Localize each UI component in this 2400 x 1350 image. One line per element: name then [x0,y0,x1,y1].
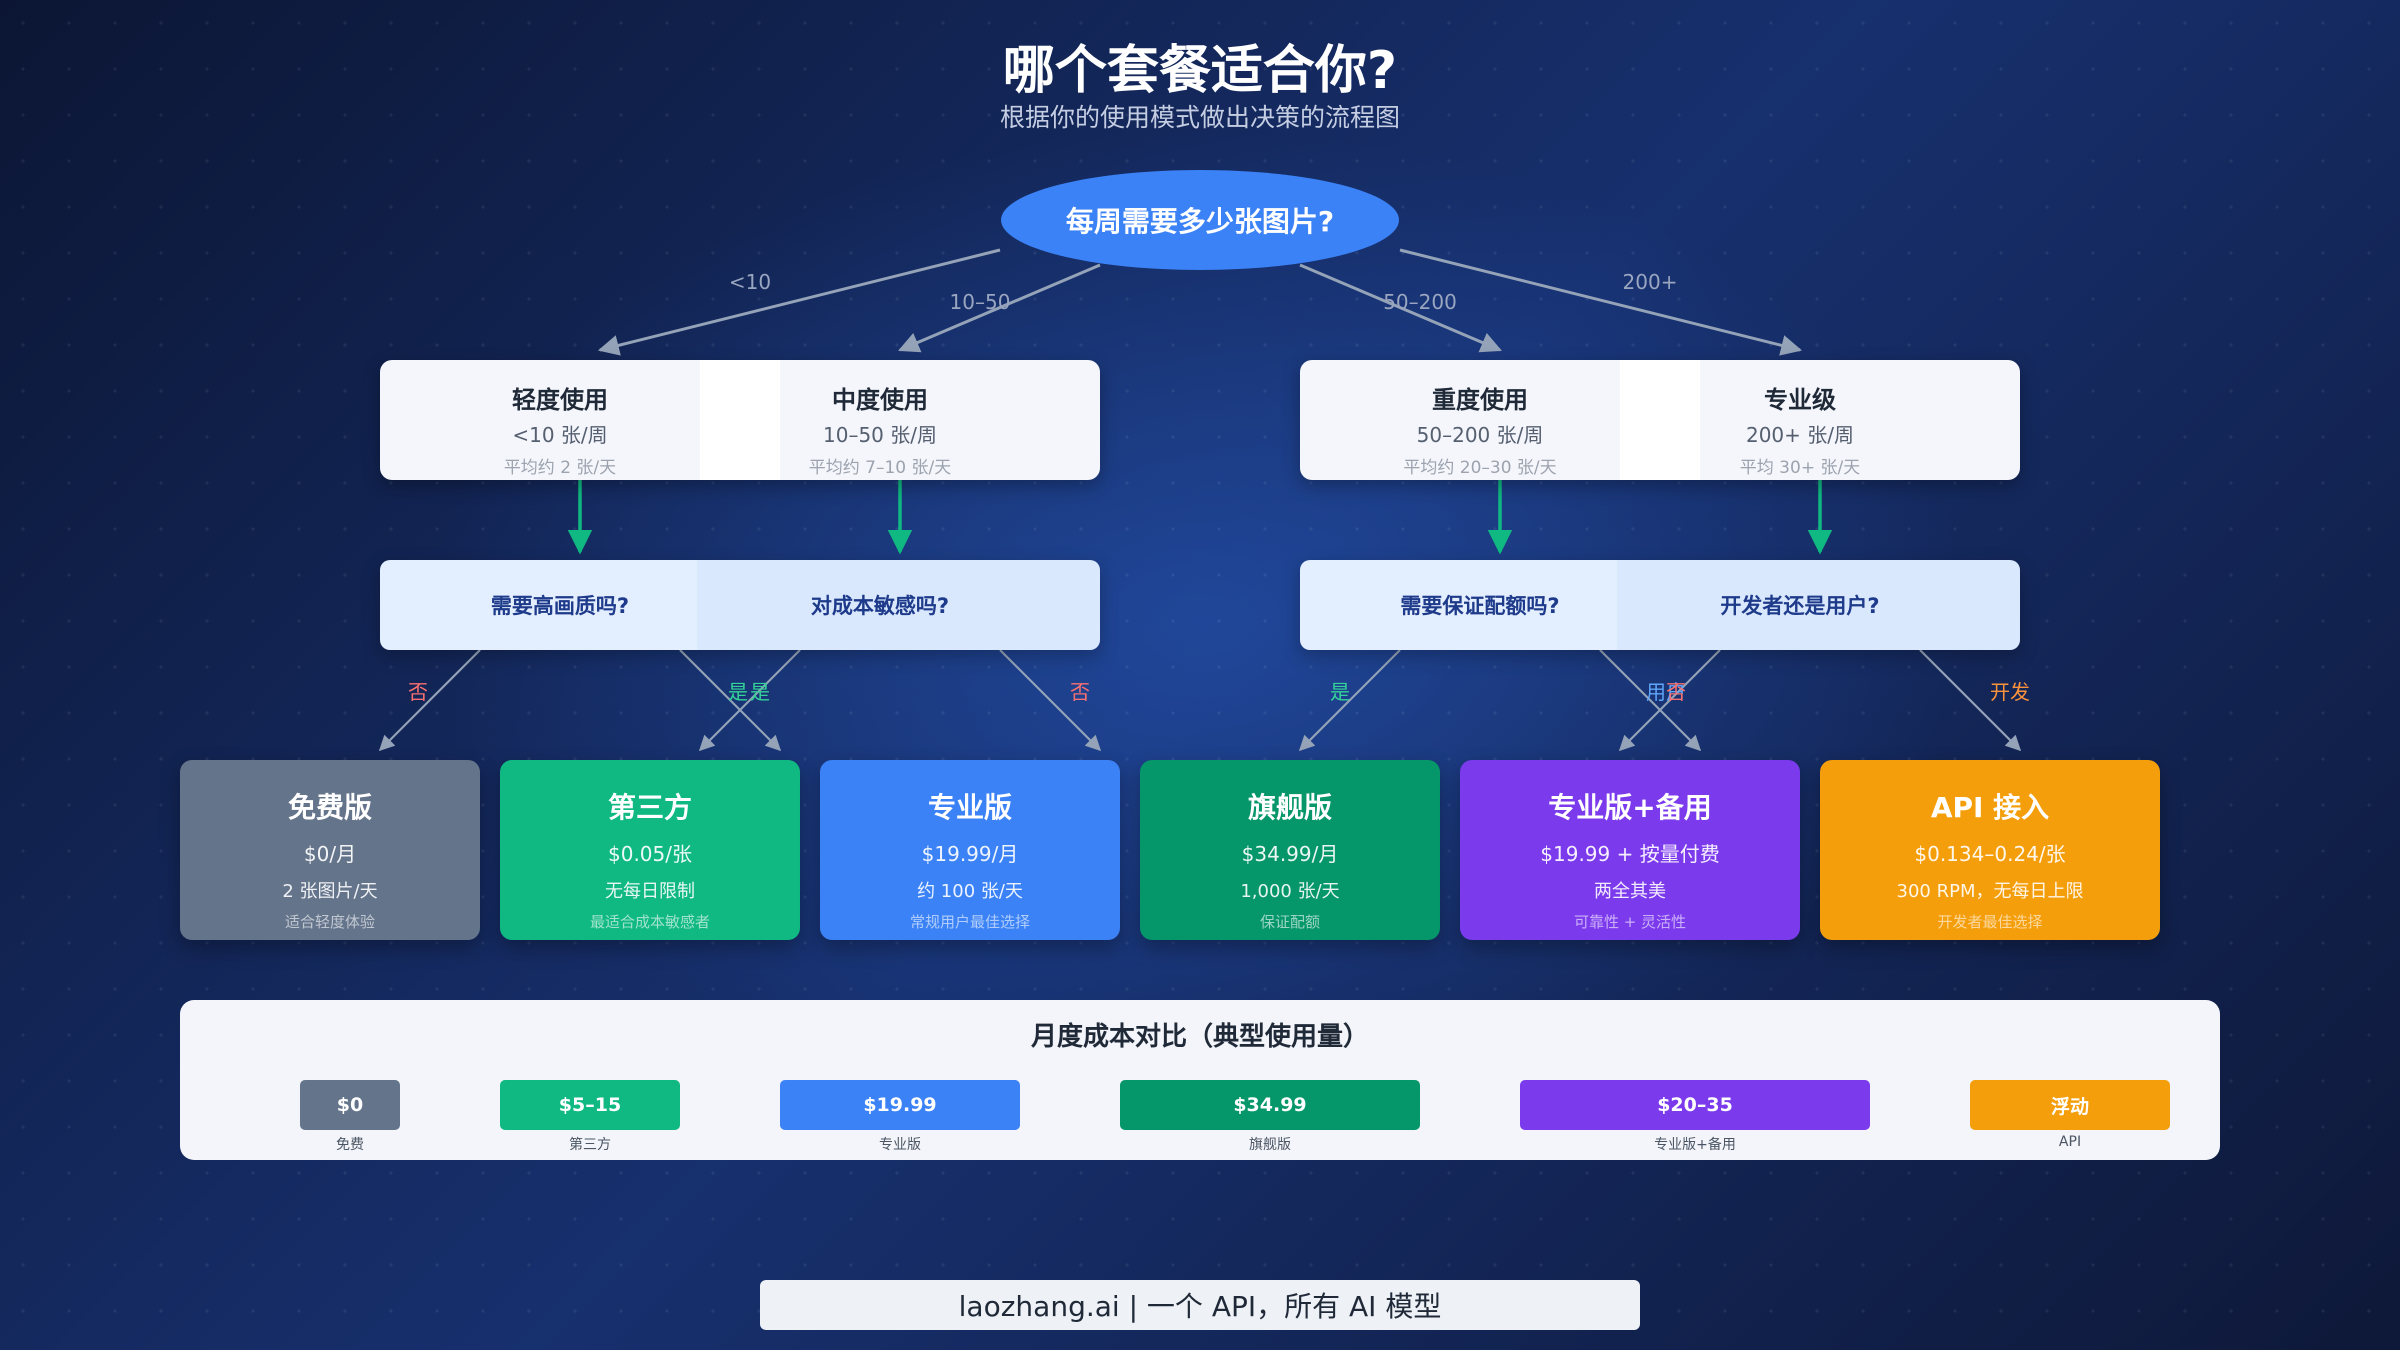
edge-label-quality-no: 否 [408,680,428,704]
cost-bar-pro-backup: $20–35 [1520,1080,1870,1130]
question-quality: 需要高画质吗? [490,594,630,618]
edge-root-medium [898,263,1101,353]
footer-banner: laozhang.ai | 一个 API，所有 AI 模型 [760,1280,1640,1330]
edge-q4-api [1919,649,2022,752]
plan-card-free: 免费版 $0/月 2 张图片/天 适合轻度体验 [180,760,480,940]
page-subtitle: 根据你的使用模式做出决策的流程图 [999,103,1400,132]
category-group-left: 轻度使用 <10 张/周 平均约 2 张/天 中度使用 10–50 张/周 平均… [380,360,1100,480]
plan-price: $19.99/月 [921,842,1019,866]
cost-bar-label: 专业版+备用 [1654,1137,1736,1153]
plan-detail: 300 RPM，无每日上限 [1896,881,2084,902]
edge-label-dev-user: 用户 [1646,680,1686,704]
category-name: 中度使用 [832,386,928,414]
category-range: 10–50 张/周 [823,423,937,447]
plan-name: 专业版+备用 [1548,791,1712,824]
cost-bar-pro: $19.99 [780,1080,1020,1130]
plan-card-pro: 专业版 $19.99/月 约 100 张/天 常规用户最佳选择 [820,760,1120,940]
edge-root-heavy [1299,263,1502,353]
edge-label-lt10: <10 [728,270,772,294]
category-heavy: 重度使用 50–200 张/周 平均约 20–30 张/天 [1300,360,1660,480]
plan-name: 免费版 [287,791,372,824]
cost-bar-third-party: $5–15 [500,1080,680,1130]
category-range: <10 张/周 [512,423,608,447]
category-avg: 平均约 20–30 张/天 [1403,458,1557,478]
category-range: 50–200 张/周 [1416,423,1544,447]
cost-panel-title: 月度成本对比（典型使用量） [1030,1022,1369,1052]
plan-note: 常规用户最佳选择 [909,913,1030,931]
cost-bar-free: $0 [300,1080,400,1130]
edge-q4-backup [1618,649,1721,752]
question-group-right: 需要保证配额吗? 开发者还是用户? [1300,560,2020,650]
cost-bar-label: API [2058,1134,2082,1150]
plan-price: $34.99/月 [1241,842,1339,866]
category-name: 轻度使用 [512,386,608,414]
plan-note: 最适合成本敏感者 [589,913,710,931]
cost-bar-label: 免费 [336,1137,364,1153]
plan-note: 保证配额 [1259,913,1320,931]
edge-q2-pro [999,649,1102,752]
plan-price: $0.134–0.24/张 [1914,842,2066,866]
category-name: 重度使用 [1432,386,1528,414]
edge-root-pro [1399,248,1803,356]
cost-comparison-panel: 月度成本对比（典型使用量） $0 免费 $5–15 第三方 $19.99 专业版… [180,1000,2220,1160]
plan-card-pro-backup: 专业版+备用 $19.99 + 按量付费 两全其美 可靠性 + 灵活性 [1460,760,1800,940]
plan-detail: 2 张图片/天 [282,881,378,902]
plan-price: $0/月 [303,842,357,866]
edge-label-dev: 开发 [1990,680,2030,704]
edge-q1-free [378,649,481,752]
edge-root-light [597,248,1001,356]
plan-detail: 1,000 张/天 [1240,881,1340,902]
page-title: 哪个套餐适合你? [1002,41,1398,101]
plan-note: 可靠性 + 灵活性 [1573,913,1687,931]
category-pro: 专业级 200+ 张/周 平均 30+ 张/天 [1620,360,1980,480]
category-avg: 平均约 2 张/天 [503,458,617,478]
plan-detail: 两全其美 [1594,881,1666,902]
category-range: 200+ 张/周 [1745,423,1855,447]
category-avg: 平均约 7–10 张/天 [808,458,952,478]
plan-card-third-party: 第三方 $0.05/张 无每日限制 最适合成本敏感者 [500,760,800,940]
category-group-right: 重度使用 50–200 张/周 平均约 20–30 张/天 专业级 200+ 张… [1300,360,2020,480]
edge-label-quota-yes: 是 [1330,680,1350,704]
edge-q3-flagship [1298,649,1401,752]
category-seam [700,360,780,480]
category-medium: 中度使用 10–50 张/周 平均约 7–10 张/天 [700,360,1060,480]
plan-card-api: API 接入 $0.134–0.24/张 300 RPM，无每日上限 开发者最佳… [1820,760,2160,940]
cost-bar-label: 专业版 [879,1137,921,1153]
plan-name: API 接入 [1930,791,2050,824]
edge-q1-pro [679,649,782,752]
edge-label-cost-no: 否 [1070,680,1090,704]
edge-label-50-200: 50–200 [1383,290,1457,314]
plan-price: $19.99 + 按量付费 [1540,842,1720,866]
edge-q2-third [698,649,801,752]
plan-name: 旗舰版 [1247,791,1332,824]
category-light: 轻度使用 <10 张/周 平均约 2 张/天 [380,360,740,480]
cost-bar-api: 浮动 [1970,1080,2170,1130]
edge-label-10-50: 10–50 [949,290,1011,314]
edge-label-quality-yes: 是 [728,680,748,704]
plan-price: $0.05/张 [608,842,692,866]
cost-bar-label: 第三方 [569,1137,611,1153]
plan-name: 第三方 [607,791,692,824]
root-question-node: 每周需要多少张图片? [1001,170,1399,270]
question-quota: 需要保证配额吗? [1400,594,1560,618]
question-group-left: 需要高画质吗? 对成本敏感吗? [380,560,1100,650]
plan-detail: 约 100 张/天 [917,881,1023,902]
question-dev-or-user: 开发者还是用户? [1720,594,1880,618]
cost-bar-flagship: $34.99 [1120,1080,1420,1130]
plan-detail: 无每日限制 [605,881,695,902]
question-cost: 对成本敏感吗? [810,594,950,618]
edge-label-quota-no: 否 [1666,680,1686,704]
plan-note: 适合轻度体验 [284,913,375,931]
plan-card-flagship: 旗舰版 $34.99/月 1,000 张/天 保证配额 [1140,760,1440,940]
edge-label-cost-yes: 是 [750,680,770,704]
edge-q3-backup [1599,649,1702,752]
category-name: 专业级 [1764,386,1836,414]
category-avg: 平均 30+ 张/天 [1739,458,1861,478]
edge-label-200plus: 200+ [1622,270,1678,294]
plan-note: 开发者最佳选择 [1937,913,2043,931]
cost-bar-label: 旗舰版 [1249,1137,1291,1153]
plan-name: 专业版 [927,791,1012,824]
category-seam [1620,360,1700,480]
